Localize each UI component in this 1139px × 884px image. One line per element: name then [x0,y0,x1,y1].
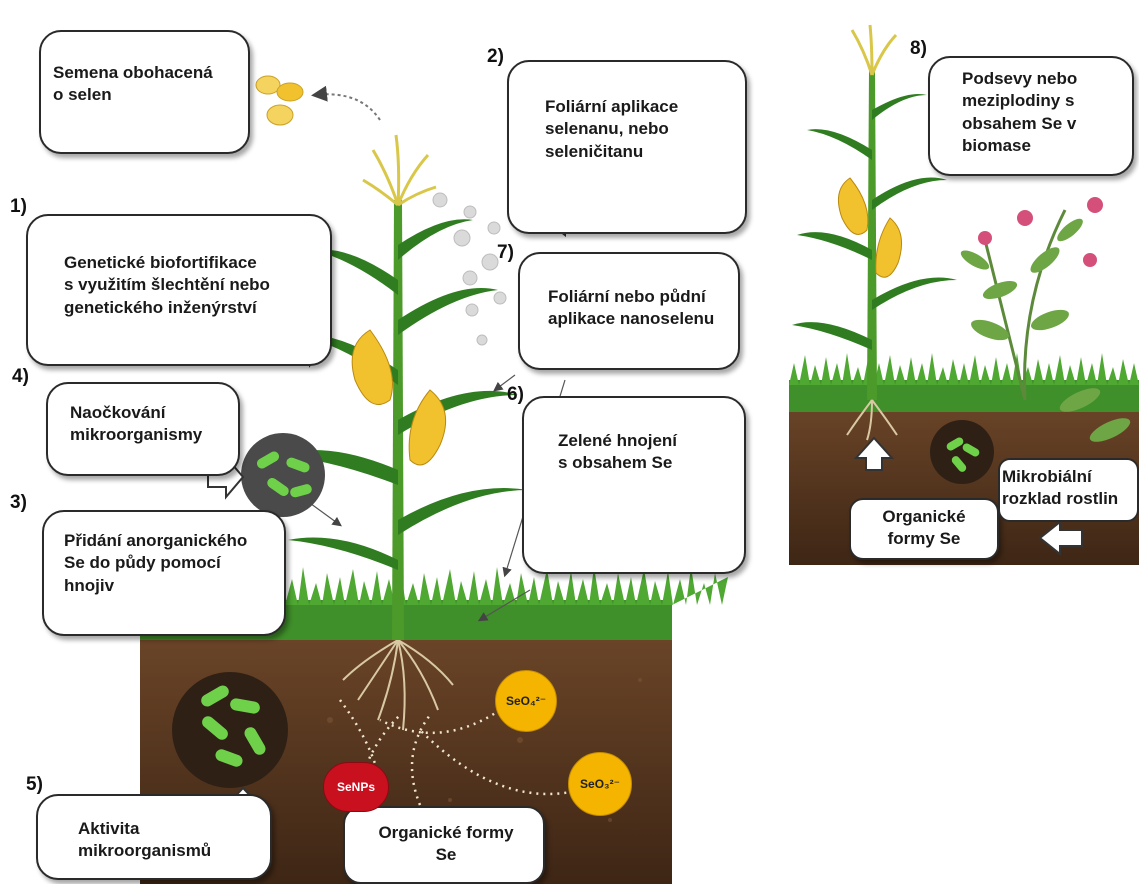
step-number-5: 5) [26,774,43,795]
selenite-badge: SeO₃²⁻ [568,752,632,816]
foliar-spray-droplets [432,192,507,346]
seed-dotted-arrow [311,85,381,121]
organic-forms-main-label: Organické formy Se [378,823,514,865]
step-4-text: Naočkování mikroorganismy [70,403,203,445]
selenium-enriched-seeds [255,75,304,126]
step-number-4: 4) [12,366,29,387]
organic-forms-main-box: Organické formy Se [343,806,545,884]
step-6-box: Zelené hnojení s obsahem Se [522,396,746,574]
step-number-3: 3) [10,492,27,513]
step-3-box: Přidání anorganického Se do půdy pomocí … [42,510,286,636]
main-roots [342,639,454,731]
microbial-decomposition-label: Mikrobiální rozklad rostlin [1002,467,1119,509]
organic-forms-right-box: Organické formy Se [849,498,999,560]
step-number-8: 8) [910,38,927,59]
seeds-label-box: Semena obohacená o selen [39,30,250,154]
step-5-text: Aktivita mikroorganismů [78,819,212,861]
step-1-text: Genetické biofortifikace s využitím šlec… [64,253,270,317]
seeds-label: Semena obohacená o selen [53,63,213,105]
step-number-6: 6) [507,384,524,405]
step-number-7: 7) [497,242,514,263]
soil-microbes [172,672,288,788]
step-5-box: Aktivita mikroorganismů [36,794,272,880]
selenium-nanoparticles-badge: SeNPs [323,762,389,812]
step-3-text: Přidání anorganického Se do půdy pomocí … [64,531,248,595]
microbial-decomposition-box: Mikrobiální rozklad rostlin [998,458,1139,522]
step-number-2: 2) [487,46,504,67]
step-8-box: Podsevy nebo meziplodiny s obsahem Se v … [928,56,1134,176]
step-8-text: Podsevy nebo meziplodiny s obsahem Se v … [962,69,1078,156]
step-number-1: 1) [10,196,27,217]
main-corn-plant [278,134,528,640]
step-6-text: Zelené hnojení s obsahem Se [558,431,678,473]
inoculation-microbes [241,433,325,517]
step-7-box: Foliární nebo půdní aplikace nanoselenu [518,252,740,370]
selenate-badge: SeO₄²⁻ [495,670,557,732]
organic-forms-right-label: Organické formy Se [882,507,966,549]
step-7-text: Foliární nebo půdní aplikace nanoselenu [548,287,715,329]
step-4-box: Naočkování mikroorganismy [46,382,240,476]
step-1-box: Genetické biofortifikace s využitím šlec… [26,214,332,366]
step-2-box: Foliární aplikace selenanu, nebo selenič… [507,60,747,234]
step-2-text: Foliární aplikace selenanu, nebo selenič… [545,97,679,161]
